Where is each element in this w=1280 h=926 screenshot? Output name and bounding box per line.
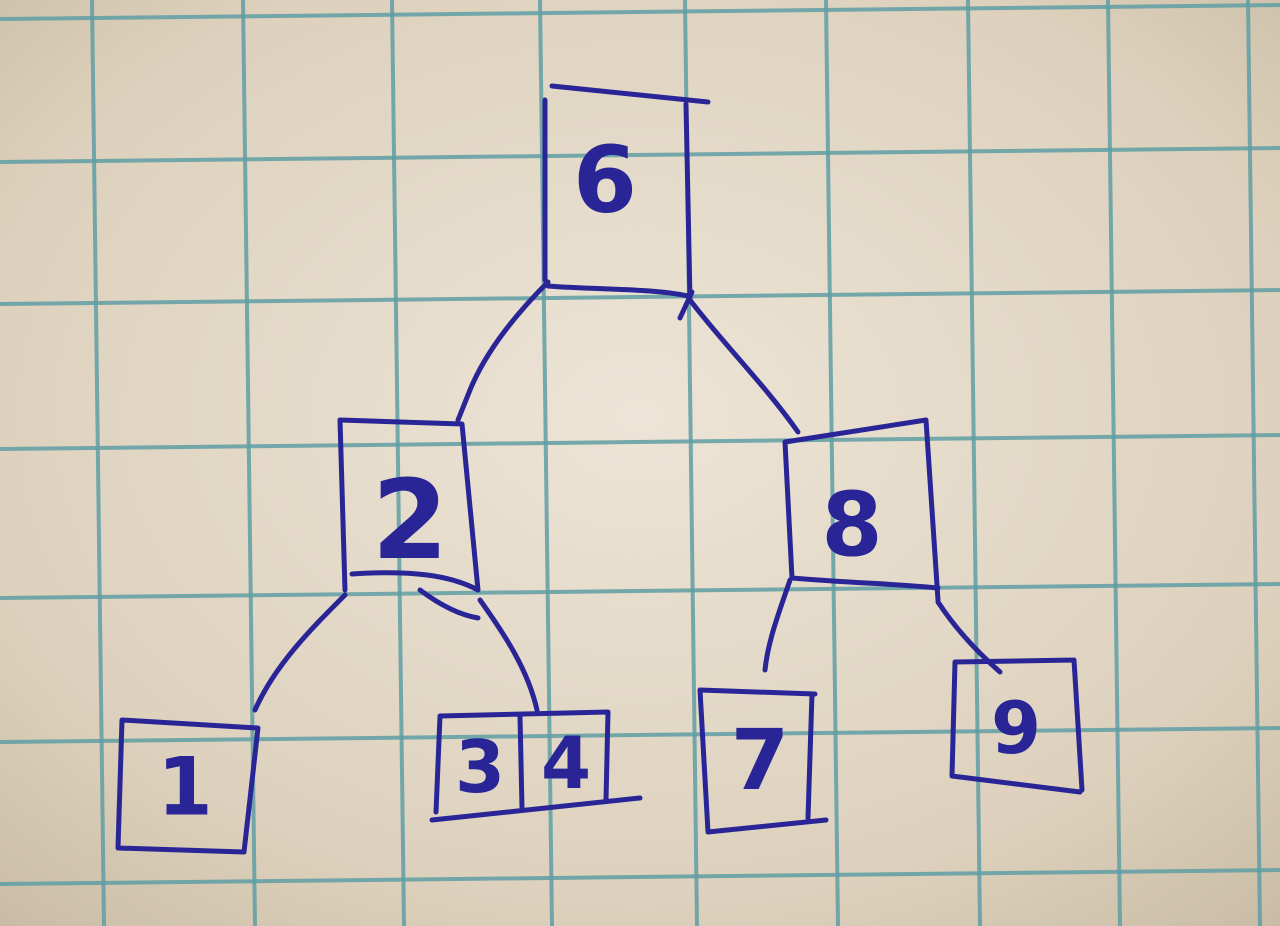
node-2-box [337,417,481,621]
grid-line-horizontal [0,288,1280,306]
leaf-node-1-box [115,717,261,855]
root-node-box [542,83,711,321]
leaf-node-7-box [697,687,829,835]
root-node-label: 6 [573,127,637,234]
grid-line-vertical [966,0,982,926]
leaf-node-34-key-3: 3 [455,725,505,809]
node-2-label: 2 [372,456,449,584]
leaf-node-9-label: 9 [991,686,1041,770]
leaf-node-7: 7 [697,687,829,835]
node-8: 8 [782,417,941,603]
grid-line-horizontal [0,433,1280,451]
node-8-box [782,417,941,603]
edge-node-2-to-leaf-1 [252,592,348,713]
leaf-node-34: 3 4 [429,709,643,823]
edge-node-8-to-leaf-9 [935,599,1003,675]
node-8-label: 8 [821,474,882,577]
leaf-node-1-label: 1 [157,741,213,834]
edge-node-8-to-leaf-7 [762,577,793,673]
grid-line-horizontal [0,868,1280,886]
node-2: 2 [337,417,481,621]
edge-root-to-node-2 [455,279,551,423]
edge-node-2-to-leaf-34 [477,597,540,713]
leaf-node-9: 9 [949,657,1085,795]
leaf-node-34-key-4: 4 [541,721,591,805]
edge-root-to-node-8 [687,297,801,435]
leaf-node-1: 1 [115,717,261,855]
grid-line-horizontal [0,582,1280,600]
tree-edges [252,279,1003,713]
root-node: 6 [542,83,711,321]
leaf-node-9-box [949,657,1085,795]
grid-line-horizontal [0,146,1280,164]
grid-line-vertical [390,0,406,926]
leaf-node-7-label: 7 [731,711,789,809]
grid-line-vertical [1106,0,1122,926]
grid-line-vertical [1246,0,1262,926]
grid-line-horizontal [0,3,1280,21]
grid-line-horizontal [0,726,1280,744]
leaf-node-34-box [429,709,643,823]
grid-line-vertical [90,0,106,926]
